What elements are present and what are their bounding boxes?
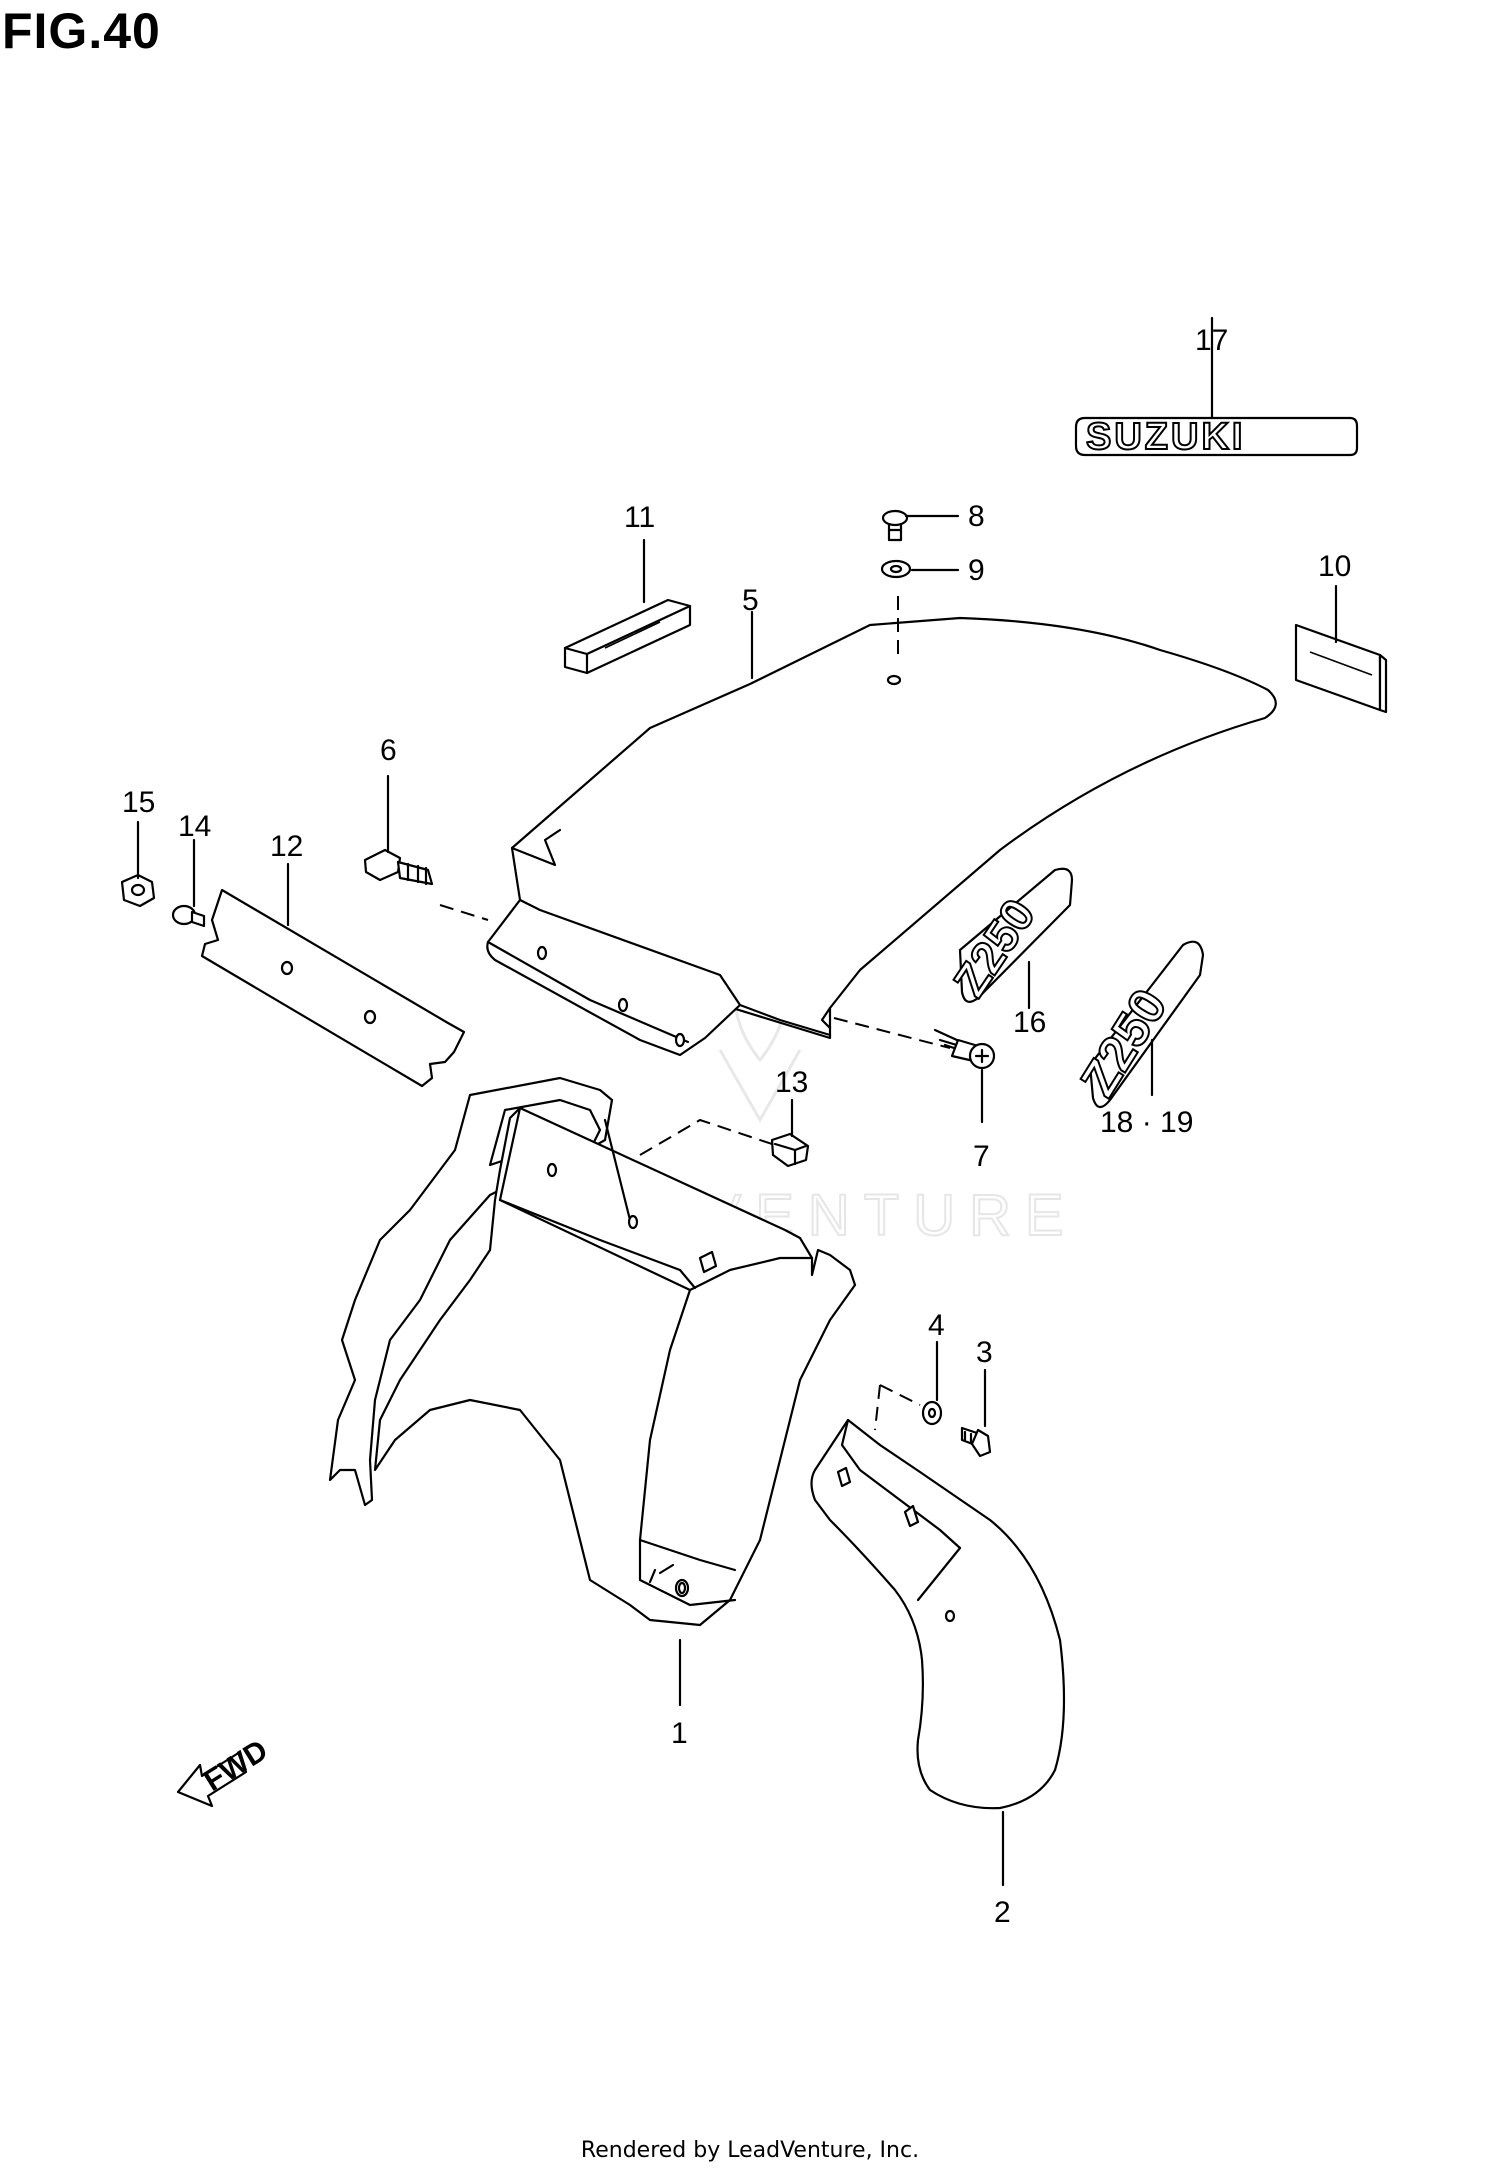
part-1-inner-fender	[328, 1076, 857, 1627]
callout-9: 9	[968, 554, 985, 587]
figure-title: FIG.40	[2, 3, 161, 59]
part-15-nut	[120, 873, 156, 908]
callout-4: 4	[928, 1309, 945, 1342]
part-11-pad	[563, 598, 692, 675]
callout-17: 17	[1195, 324, 1228, 357]
suzuki-emblem-text: SUZUKI	[1086, 416, 1245, 458]
assembly-lines	[439, 596, 951, 1431]
fwd-direction-arrow: FWD	[176, 1734, 274, 1808]
part-16-z250-decal: Z250	[942, 867, 1074, 1007]
callout-10: 10	[1318, 550, 1351, 583]
callout-15: 15	[122, 786, 155, 819]
fwd-label: FWD	[198, 1734, 273, 1798]
part-2-mud-flap	[810, 1418, 1066, 1810]
part-4-washer	[921, 1400, 943, 1426]
callout-8: 8	[968, 500, 985, 533]
part-17-suzuki-emblem: SUZUKI	[1074, 415, 1359, 459]
callout-14: 14	[178, 810, 211, 843]
part-18-19-z250-decal: Z250	[1069, 940, 1205, 1109]
part-6-bolt	[363, 848, 434, 886]
footer-credit: Rendered by LeadVenture, Inc.	[580, 2138, 920, 2163]
part-7-screw	[933, 1028, 996, 1070]
callout-3: 3	[976, 1336, 993, 1369]
part-13-bolt	[770, 1132, 810, 1168]
callout-labels: 17 11 5 8 9 10 6 15 14 12 13 7 16 18 · 1…	[122, 324, 1351, 1929]
callout-13: 13	[775, 1066, 808, 1099]
part-3-bolt	[960, 1426, 992, 1458]
callout-6: 6	[380, 734, 397, 767]
callout-16: 16	[1013, 1006, 1046, 1039]
leader-lines	[136, 316, 1338, 1887]
callout-2: 2	[994, 1896, 1011, 1929]
part-10-pad	[1294, 623, 1388, 714]
callout-18-19: 18 · 19	[1100, 1106, 1193, 1139]
callout-7: 7	[973, 1140, 990, 1173]
part-8-screw	[881, 509, 909, 542]
callout-11: 11	[624, 501, 655, 534]
callout-12: 12	[270, 830, 303, 863]
callout-5: 5	[742, 584, 759, 617]
part-5-rear-fender	[486, 616, 1277, 1057]
part-9-washer	[880, 559, 912, 579]
callout-1: 1	[671, 1717, 688, 1750]
part-14-collar	[171, 904, 206, 928]
part-12-bracket-plate	[200, 888, 466, 1088]
